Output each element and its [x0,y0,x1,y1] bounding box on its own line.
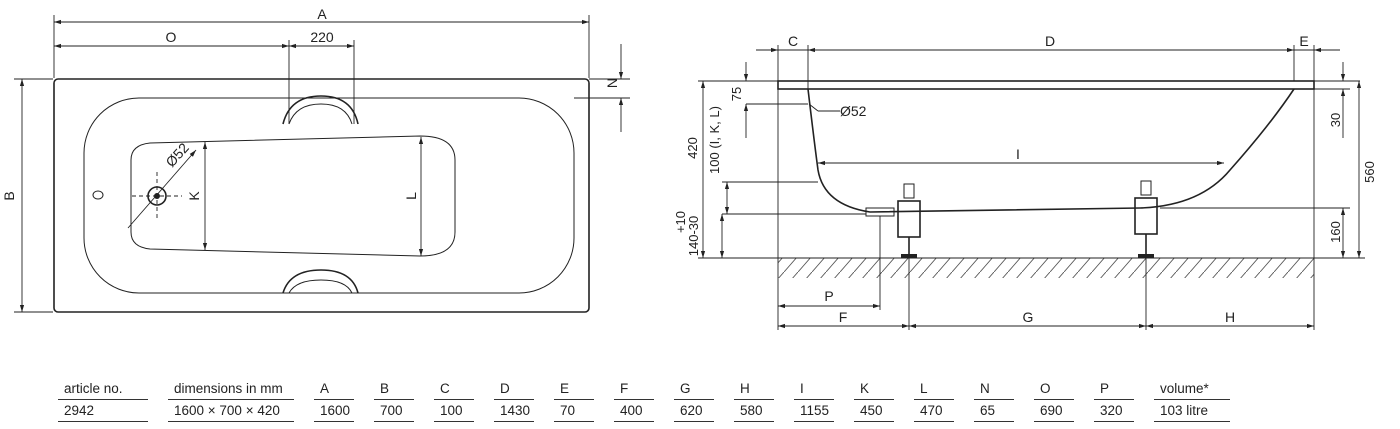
dim-140-label: 140-30 [686,216,701,256]
th-A: A [320,381,330,396]
th-dimensions: dimensions in mm [174,381,283,396]
floor-hatch [778,258,1314,278]
handle-top-inner [288,103,353,125]
table-header-row: article no. dimensions in mm A B C D E F… [58,378,1230,400]
overflow-hole [92,190,104,200]
tub-rim [777,80,1315,90]
th-P: P [1100,381,1110,396]
td-I: 1155 [800,403,830,418]
dim-H-label: H [1225,309,1235,325]
tub-outer-rim [53,78,590,313]
dim-75-label: 75 [729,87,744,101]
td-L: 470 [920,403,943,418]
side-d52-label: Ø52 [840,103,867,119]
dim-D-label: D [1045,33,1055,49]
td-E: 70 [560,403,576,418]
dim-560-label: 560 [1362,161,1377,183]
tub-bottom [130,135,456,257]
td-C: 100 [440,403,463,418]
dim-B-label: B [1,191,17,200]
dim-C-label: C [788,33,798,49]
dim-220-label: 220 [310,29,334,45]
dim-A-label: A [317,6,327,22]
td-B: 700 [380,403,403,418]
dim-O-label: O [166,29,177,45]
handle-top [282,95,359,125]
tub-profile [807,88,1295,213]
td-article: 2942 [64,403,95,418]
dim-K-label: K [186,191,202,201]
th-D: D [500,381,510,396]
th-B: B [380,381,390,396]
dimensions-table: article no. dimensions in mm A B C D E F… [58,378,1230,422]
th-C: C [440,381,450,396]
handle-bottom [282,269,359,294]
dim-160-label: 160 [1328,221,1343,243]
td-F: 400 [620,403,643,418]
dim-N-label: N [604,78,620,88]
td-D: 1430 [500,403,531,418]
th-article: article no. [64,381,123,396]
td-dimensions: 1600 × 700 × 420 [174,403,280,418]
side-view: C D E Ø52 I 75 420 100 (I, K, L) +10 140… [673,33,1377,330]
handle-bottom-inner [288,279,353,294]
td-A: 1600 [320,403,351,418]
tub-basin [83,97,575,294]
th-G: G [680,381,691,396]
td-G: 620 [680,403,703,418]
dim-plus10-label: +10 [673,211,688,233]
th-L: L [920,381,928,396]
dim-P-label: P [824,288,833,304]
td-K: 450 [860,403,883,418]
top-view: Ø52 A O 220 N B K L [1,6,630,313]
th-I: I [800,381,804,396]
th-K: K [860,381,870,396]
td-P: 320 [1100,403,1123,418]
dim-G-label: G [1023,309,1034,325]
td-N: 65 [980,403,996,418]
th-F: F [620,381,629,396]
dim-E-label: E [1299,33,1308,49]
dim-420-label: 420 [685,137,700,159]
th-volume: volume* [1160,381,1209,396]
th-H: H [740,381,750,396]
th-E: E [560,381,570,396]
th-O: O [1040,381,1051,396]
td-volume: 103 litre [1160,403,1209,418]
th-N: N [980,381,990,396]
foot-left [897,183,921,258]
td-H: 580 [740,403,763,418]
table-row: 2942 1600 × 700 × 420 1600 700 100 1430 … [58,399,1230,422]
dim-I-label: I [1016,146,1020,162]
dim-F-label: F [839,309,848,325]
top-d52-label: Ø52 [162,139,192,170]
dim-L-label: L [403,192,419,200]
td-O: 690 [1040,403,1063,418]
foot-right [1134,180,1158,258]
dim-100-label: 100 (I, K, L) [707,106,722,174]
dim-30-label: 30 [1328,113,1343,127]
